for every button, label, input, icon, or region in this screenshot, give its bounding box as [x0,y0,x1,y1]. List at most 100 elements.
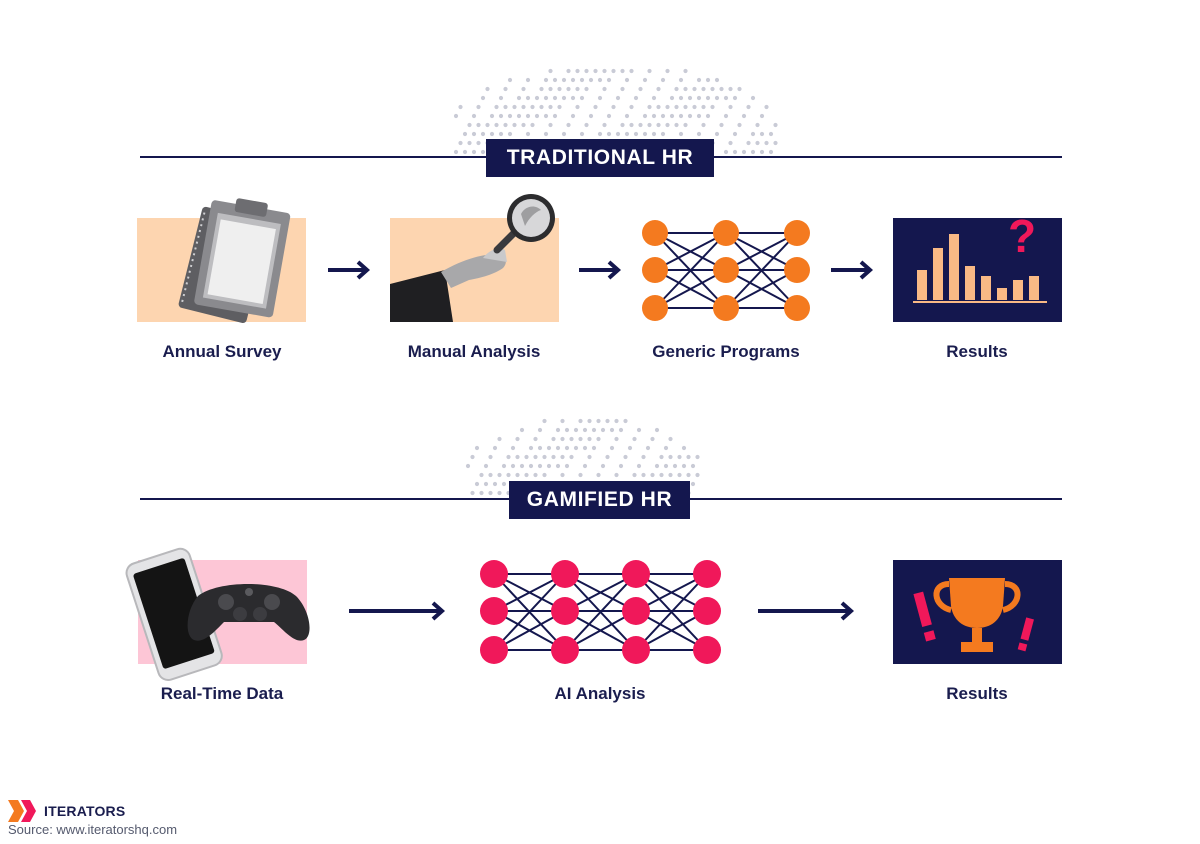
halftone-dot [488,490,493,496]
clipboard-survey-icon [137,198,306,324]
halftone-dot [696,95,702,101]
halftone-dot [551,454,556,460]
halftone-dot [674,86,679,92]
arrow-right-long-icon [758,601,855,621]
halftone-dot [497,490,502,496]
halftone-dot [548,68,553,74]
halftone-dot [746,140,751,146]
halftone-dot [503,104,508,110]
halftone-dot [624,113,630,119]
halftone-dot [467,122,472,128]
halftone-dot [623,454,628,460]
halftone-dot [615,95,621,101]
halftone-dot [564,427,570,433]
arrow-right-long-icon [349,601,446,621]
halftone-dot [593,68,598,74]
halftone-dot [528,445,534,451]
section-title-text: GAMIFIED HR [526,488,673,511]
halftone-dot [569,436,574,442]
bar-chart-question-icon: ? [893,210,1062,322]
halftone-dot [764,140,769,146]
halftone-dot [651,131,657,137]
halftone-dot [494,122,499,128]
halftone-dot [650,436,655,442]
halftone-dot [564,445,570,451]
halftone-dot [512,122,517,128]
step-label-annual-survey: Annual Survey [162,342,282,361]
halftone-dot [480,149,486,155]
halftone-dot [665,122,670,128]
halftone-dot [642,113,648,119]
result-bar [965,266,975,300]
halftone-dot [578,418,583,424]
halftone-dot [510,463,516,469]
halftone-dot [605,454,610,460]
halftone-dot [560,418,565,424]
halftone-dot [548,122,553,128]
halftone-dot [497,472,502,478]
halftone-dot [528,463,534,469]
halftone-dot [470,490,475,496]
halftone-dot [591,445,597,451]
halftone-dot [755,140,760,146]
halftone-dot [686,472,691,478]
halftone-dot [678,113,684,119]
halftone-dot [687,113,693,119]
network-node [693,636,721,664]
halftone-dot [479,490,484,496]
halftone-dot [723,113,729,119]
network-node [551,560,579,588]
halftone-dot [663,463,669,469]
halftone-dot [578,436,583,442]
halftone-dot [632,472,637,478]
result-bar [933,248,943,300]
network-node [713,295,739,321]
halftone-dot [660,77,666,83]
halftone-dot [494,104,499,110]
halftone-dot [542,418,547,424]
halftone-dot [660,113,666,119]
halftone-dot [620,86,625,92]
halftone-dot [476,122,481,128]
halftone-dot [471,113,477,119]
halftone-dot [732,149,738,155]
neural-network-icon [480,560,721,664]
halftone-dot [573,445,579,451]
halftone-dot [614,436,619,442]
halftone-dot [596,418,601,424]
halftone-dot [485,122,490,128]
halftone-dot [651,95,657,101]
halftone-dot [561,95,567,101]
halftone-dot [557,86,562,92]
halftone-dot [672,463,678,469]
halftone-dot [665,104,670,110]
halftone-dot [498,95,504,101]
halftone-dot [641,454,646,460]
halftone-dot [534,113,540,119]
halftone-dot [453,113,459,119]
halftone-dot [641,472,646,478]
halftone-dot [597,77,603,83]
halftone-dot [575,104,580,110]
halftone-dot [614,472,619,478]
halftone-dot [564,463,570,469]
halftone-dot [611,68,616,74]
section-title-gamified: GAMIFIED HR [509,481,690,519]
network-node [713,220,739,246]
halftone-dot [723,95,729,101]
halftone-dot [659,472,664,478]
halftone-dot [488,472,493,478]
halftone-dot [588,113,594,119]
halftone-dot [714,95,720,101]
halftone-dot [519,463,525,469]
halftone-dot [605,418,610,424]
halftone-dot [458,140,463,146]
halftone-dot [602,68,607,74]
halftone-dot [714,131,720,137]
halftone-dot [690,463,696,469]
halftone-dot [561,131,567,137]
halftone-dot [665,68,670,74]
halftone-dot [539,86,544,92]
halftone-dot [525,113,531,119]
halftone-dot [582,445,588,451]
